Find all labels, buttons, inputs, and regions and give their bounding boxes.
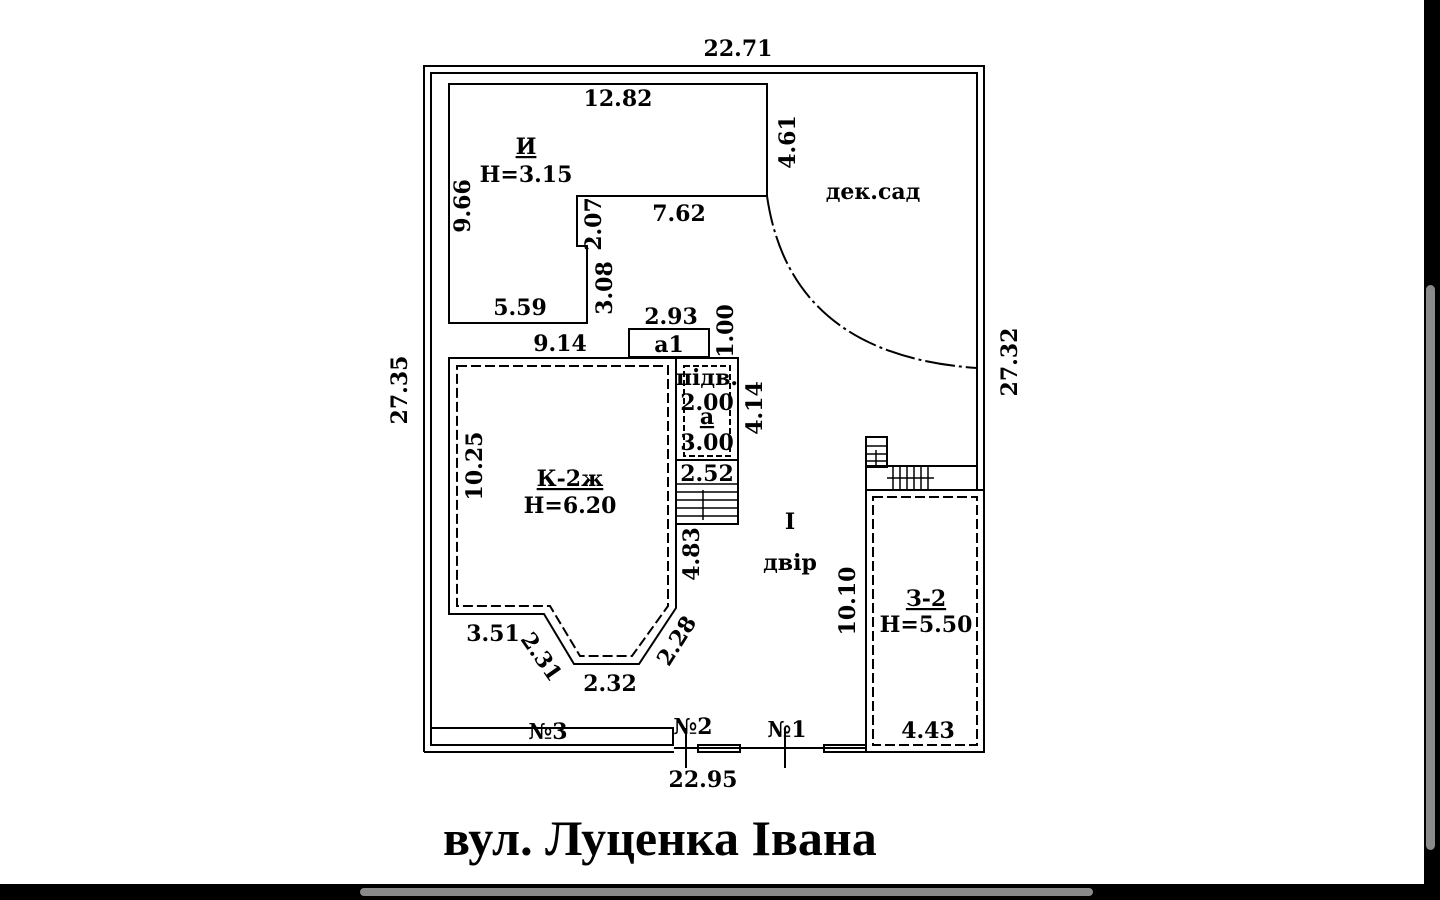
stairs-annex <box>676 483 738 520</box>
plot-top-dimension: 22.71 <box>704 36 773 62</box>
building-i-name: И <box>516 134 537 160</box>
building-i-dim-right: 4.61 <box>775 115 801 169</box>
building-i-dim-top: 12.82 <box>584 86 653 112</box>
annex-a-width: 2.00 <box>680 390 734 416</box>
vertical-scrollbar[interactable] <box>1426 285 1435 850</box>
stairs-garden <box>866 445 934 490</box>
building-k-dim-right: 4.83 <box>679 527 705 581</box>
annex-a-side: 4.14 <box>742 381 768 435</box>
porch-a1-width: 2.93 <box>644 304 698 330</box>
yard-label: двір <box>763 550 817 576</box>
porch-a1-depth: 1.00 <box>713 304 739 358</box>
building-z-dim-bottom: 4.43 <box>901 718 955 744</box>
building-i-dim-lower-vertical: 3.08 <box>592 261 618 315</box>
fence-no1-label: №1 <box>767 717 806 743</box>
building-k-dim-left: 10.25 <box>462 432 488 501</box>
horizontal-scrollbar[interactable] <box>360 888 1093 896</box>
annex-a-length: 3.00 <box>680 430 734 456</box>
plot-boundary-inner <box>430 72 978 745</box>
building-i-dim-bottom: 5.59 <box>493 295 547 321</box>
annex-a-inner <box>683 365 731 457</box>
street-name: вул. Луценка Івана <box>443 810 877 866</box>
building-i-outline <box>448 83 768 324</box>
yard-number: І <box>785 509 795 535</box>
building-k-height: Н=6.20 <box>524 493 617 519</box>
building-k-dim-bottom: 2.32 <box>583 671 637 697</box>
building-k-inner <box>456 365 669 657</box>
annex-a-name: а <box>700 404 714 430</box>
porch-a1-name: а1 <box>654 332 684 358</box>
building-i-dim-step-horizontal: 7.62 <box>652 201 706 227</box>
plot-right-dimension: 27.32 <box>997 328 1023 397</box>
building-i-dim-left: 9.66 <box>450 179 476 233</box>
building-i-height: Н=3.15 <box>480 162 573 188</box>
steps-garden-box <box>865 436 888 468</box>
annex-a-stair-width: 2.52 <box>680 461 734 487</box>
fence-no2-label: №2 <box>673 714 712 740</box>
building-k-dim-diag-right: 2.28 <box>652 611 702 670</box>
building-z-name: З-2 <box>906 586 946 612</box>
drawing-viewport: 22.71 22.95 27.35 27.32 И Н=3.15 12.82 4… <box>0 0 1424 884</box>
garden-label: дек.сад <box>826 179 921 205</box>
fence-no3-label: №3 <box>528 719 567 745</box>
building-z-height: Н=5.50 <box>880 612 973 638</box>
building-k-dim-top: 9.14 <box>533 331 587 357</box>
building-z-dim-side: 10.10 <box>835 567 861 636</box>
plot-bottom-dimension: 22.95 <box>669 767 738 793</box>
garden-arc <box>766 195 978 369</box>
annex-a-basement: підв. <box>676 365 738 391</box>
building-i-dim-step-vertical: 2.07 <box>581 197 607 251</box>
building-k-dim-diag-left: 2.31 <box>515 628 567 687</box>
site-plan: 22.71 22.95 27.35 27.32 И Н=3.15 12.82 4… <box>387 36 1023 793</box>
building-z-inner <box>872 496 978 746</box>
building-k-dim-bottom-left: 3.51 <box>466 621 520 647</box>
building-z-outer <box>865 489 985 753</box>
plot-left-dimension: 27.35 <box>387 356 413 425</box>
building-k-name: К-2ж <box>537 466 604 492</box>
